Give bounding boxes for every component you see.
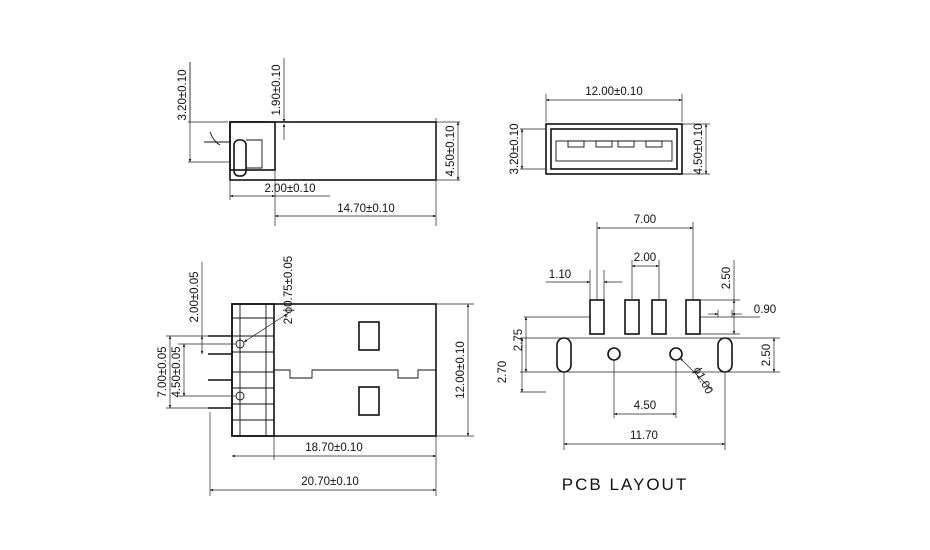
side-length-label: 14.70±0.10 [337, 203, 394, 215]
top-rear-block [231, 303, 275, 437]
pcb-layout: 7.00 2.00 1.10 2.50 0.90 2.50 2.75 2.70 … [497, 214, 780, 494]
top-hole-span-label: 4.50±0.05 [171, 346, 183, 397]
side-lead-offset-label: 2.00±0.10 [264, 183, 315, 195]
pcb-row-offset-2-label: 2.70 [497, 361, 509, 383]
front-contact-3 [617, 140, 635, 148]
pcb-pad-3 [651, 299, 667, 335]
pcb-outer-span-label: 7.00 [634, 214, 656, 226]
pcb-row-offset-1-label: 2.75 [513, 329, 525, 351]
top-pitch-label: 2.00±0.05 [189, 271, 201, 322]
pcb-slot-span-label: 11.70 [630, 430, 658, 442]
side-lead-wire [204, 131, 230, 146]
side-latch [246, 139, 263, 169]
top-window-2 [358, 386, 380, 416]
top-inner-length-label: 18.70±0.10 [305, 442, 362, 454]
front-view: 12.00±0.10 3.20±0.10 4.50±0.10 [509, 86, 710, 175]
front-shell-inner [550, 128, 678, 170]
side-body-outline [229, 121, 437, 181]
pcb-slot-height-label: 2.50 [761, 344, 773, 366]
pcb-hole-leader [679, 357, 713, 391]
top-pins [208, 335, 232, 409]
front-shell [545, 123, 683, 175]
front-contact-4 [645, 140, 663, 148]
side-rear-block [229, 121, 276, 171]
top-pin-span-label: 7.00±0.05 [157, 346, 169, 397]
pcb-hole-diameter-label: ϕ1.00 [691, 365, 715, 396]
pcb-slot-right [717, 337, 733, 373]
pcb-hole-span-label: 4.50 [634, 400, 656, 412]
top-rear-rails [239, 304, 267, 436]
side-tab-label: 1.90±0.10 [271, 64, 283, 115]
side-lead-slot [233, 139, 247, 177]
pcb-hole-left [607, 347, 621, 361]
front-tongue [555, 140, 673, 162]
pcb-slot-left [556, 337, 572, 373]
pcb-pad-height-label: 2.50 [721, 267, 733, 289]
pcb-pad-4 [685, 299, 701, 335]
top-total-length-label: 20.70±0.10 [301, 476, 358, 488]
top-latch-line [274, 369, 436, 379]
top-contact-lines [232, 317, 274, 421]
pcb-pad-width-label: 1.10 [549, 269, 571, 281]
front-shell-height-label: 3.20±0.10 [509, 123, 521, 174]
side-view: 3.20±0.10 1.90±0.10 4.50±0.10 2.00±0.10 … [177, 58, 460, 226]
top-hole-note: 2*ϕ0.75±0.05 [283, 256, 295, 324]
pcb-pad-2 [624, 299, 640, 335]
pcb-slot-width-label: 0.90 [754, 304, 776, 316]
front-contact-1 [567, 140, 585, 148]
side-height-label: 3.20±0.10 [177, 69, 189, 120]
pcb-pad-1 [589, 299, 605, 335]
top-extension-lines [209, 303, 474, 496]
front-extension-lines [520, 94, 710, 175]
pcb-pitch-label: 2.00 [634, 252, 656, 264]
top-window-1 [358, 321, 380, 351]
front-width-label: 12.00±0.10 [585, 86, 642, 98]
pcb-layout-title: PCB LAYOUT [562, 475, 688, 494]
top-view: 2*ϕ0.75±0.05 2.00±0.05 7.00±0.05 4.50±0.… [157, 256, 474, 496]
front-contact-2 [595, 140, 613, 148]
front-total-height-label: 4.50±0.10 [693, 123, 705, 174]
top-width-label: 12.00±0.10 [455, 341, 467, 398]
side-extension-lines [188, 118, 460, 226]
side-body-height-label: 4.50±0.10 [445, 125, 457, 176]
top-left-extension-lines [166, 335, 236, 409]
top-hole-leader [243, 311, 291, 343]
